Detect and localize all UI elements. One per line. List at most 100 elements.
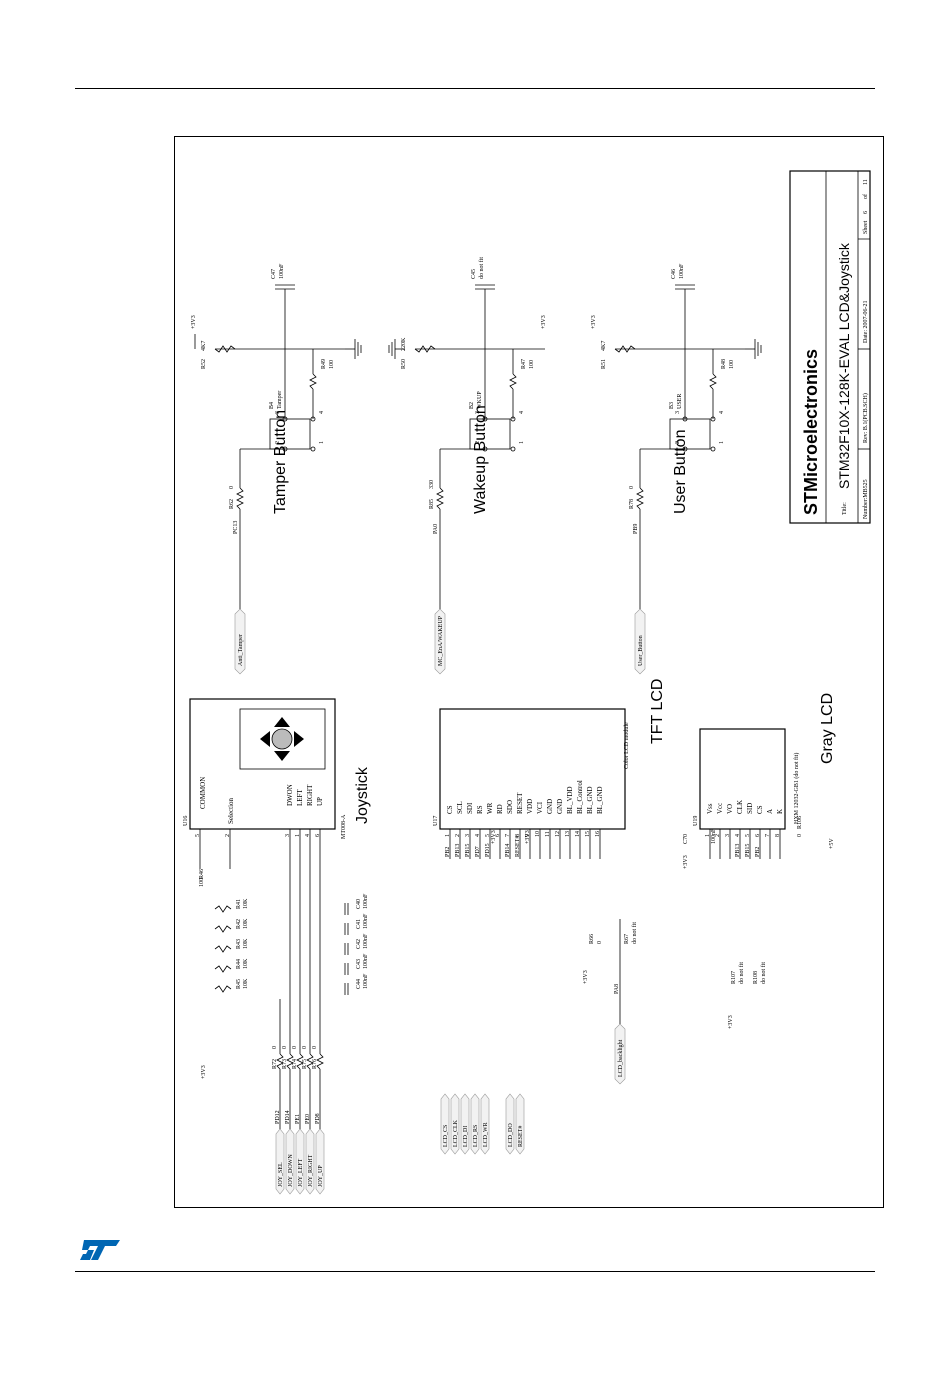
- joystick-pull-resistor: [214, 965, 232, 973]
- gray-pin-name: VO: [726, 804, 734, 814]
- joystick-series-resistor: [306, 1053, 314, 1070]
- tamper-pin: PC13: [233, 521, 239, 534]
- wakeup-pin: PA0: [433, 524, 439, 534]
- tft-pin-number: 4: [475, 834, 481, 837]
- tft-pin-name: SCL: [456, 801, 464, 814]
- wakeup-circuit: Wakeup Button MC_EnA/WAKEUP PA0 R85 330 …: [388, 257, 547, 675]
- joystick-cap-ref: C41: [356, 919, 362, 929]
- joystick-net-label: [295, 1128, 305, 1195]
- svg-text:MT008-A: MT008-A: [341, 814, 347, 839]
- svg-text:0: 0: [797, 834, 803, 837]
- gray-lcd-circuit: Gray LCD U19 HXM 12032-GB1 (do not fit) …: [683, 693, 836, 1029]
- joystick-series-ref: R74: [292, 1059, 298, 1069]
- svg-text:100: 100: [529, 360, 535, 369]
- svg-text:2: 2: [475, 441, 481, 444]
- drawing-number: Number:MB525: [863, 479, 869, 519]
- svg-text:+3V3: +3V3: [591, 315, 597, 329]
- title-block: STMicroelectronics Title: STM32F10X-128K…: [789, 170, 871, 524]
- svg-text:+3V3: +3V3: [541, 315, 547, 329]
- tft-pin-number: 13: [565, 831, 571, 837]
- tft-pin-number: 10: [535, 831, 541, 837]
- svg-text:do not fit: do not fit: [478, 257, 485, 279]
- tamper-circuit: Tamper Button Anti_Tamper PC13 R62 0 2 3…: [191, 263, 362, 675]
- joystick-cap-value: 100nF: [363, 933, 369, 949]
- tft-net-label: [480, 1093, 490, 1155]
- user-net: User_Button: [638, 635, 644, 666]
- svg-text:R47: R47: [521, 359, 527, 369]
- svg-text:4K7: 4K7: [201, 341, 207, 351]
- tft-pin-port: PB14: [505, 844, 511, 857]
- wakeup-section-label: Wakeup Button: [472, 405, 489, 514]
- joystick-series-value: 0: [272, 1046, 278, 1049]
- company-name: STMicroelectronics: [801, 349, 821, 515]
- joystick-cap-value: 100nF: [363, 953, 369, 969]
- svg-text:R108: R108: [753, 971, 759, 984]
- svg-text:U17: U17: [433, 816, 439, 826]
- tft-net-name: LCD_CLK: [453, 1119, 459, 1147]
- tft-pin-name: WR: [486, 802, 494, 814]
- joystick-series-resistor: [276, 1053, 284, 1070]
- svg-text:3: 3: [675, 411, 681, 414]
- joystick-cap-ref: C42: [356, 939, 362, 949]
- header-rule: [75, 88, 875, 89]
- svg-text:Tamper: Tamper: [277, 391, 283, 409]
- tft-pin-name: GND: [546, 799, 554, 814]
- svg-text:R50: R50: [401, 359, 407, 369]
- svg-text:R78: R78: [629, 499, 635, 509]
- joystick-series-ref: R73: [282, 1059, 288, 1069]
- joystick-series-resistor: [286, 1053, 294, 1070]
- svg-text:Selection: Selection: [227, 797, 235, 824]
- gray-pin-port: PB2: [755, 847, 761, 857]
- joystick-cap-ref: C40: [356, 899, 362, 909]
- svg-text:4: 4: [719, 411, 725, 414]
- tft-net-name: RESET#: [518, 1126, 524, 1147]
- joystick-series-value: 0: [292, 1046, 298, 1049]
- svg-text:1: 1: [519, 441, 525, 444]
- svg-text:R66: R66: [589, 934, 595, 944]
- joystick-pull-ref: R43: [236, 939, 242, 949]
- wakeup-net: MC_EnA/WAKEUP: [438, 615, 444, 666]
- user-circuit: User Button User_Button PB9 R78 0 2 3 1 …: [591, 263, 762, 675]
- svg-text:R49: R49: [321, 359, 327, 369]
- tft-pin-name: SDI: [466, 802, 474, 814]
- svg-text:2: 2: [275, 441, 281, 444]
- joystick-pull-value: 10K: [243, 938, 249, 949]
- joystick-pin-name: RIGHT: [306, 784, 314, 806]
- tft-pin-number: 2: [455, 834, 461, 837]
- svg-text:3: 3: [475, 411, 481, 414]
- svg-text:4: 4: [519, 411, 525, 414]
- joystick-pin-number: 5: [195, 834, 201, 837]
- svg-text:U16: U16: [183, 816, 189, 826]
- schematic-svg: STMicroelectronics Title: STM32F10X-128K…: [183, 170, 871, 1195]
- tft-net-label: [505, 1093, 515, 1155]
- joystick-pull-ref: R44: [236, 959, 242, 969]
- tft-pin-number: 9: [525, 834, 531, 837]
- tft-net-label: [515, 1093, 525, 1155]
- schematic-sheet: STMicroelectronics Title: STM32F10X-128K…: [174, 136, 884, 1208]
- svg-text:C46: C46: [671, 269, 677, 279]
- tft-net-name: LCD_RS: [473, 1125, 479, 1147]
- joystick-net-pin: PE0: [305, 1114, 311, 1124]
- svg-text:do not fit: do not fit: [760, 962, 767, 984]
- svg-text:100nF: 100nF: [279, 263, 285, 279]
- gray-pin-name: CS: [756, 805, 764, 814]
- tft-pin-number: 12: [555, 831, 561, 837]
- tft-pin-port: PB13: [455, 844, 461, 857]
- joystick-series-value: 0: [282, 1046, 288, 1049]
- tft-pin-name: VDD: [526, 799, 534, 814]
- joystick-series-value: 0: [312, 1046, 318, 1049]
- st-logo-icon: [80, 1240, 120, 1260]
- tft-pin-name: RESET: [516, 792, 524, 814]
- gray-pin-name: K: [776, 809, 784, 814]
- tft-pin-number: 8: [515, 834, 521, 837]
- svg-text:1: 1: [319, 441, 325, 444]
- joystick-pin-name: UP: [316, 797, 324, 806]
- gray-lcd-module: [699, 728, 786, 830]
- tft-net-label: [440, 1093, 450, 1155]
- tft-pin-port: PB2: [445, 847, 451, 857]
- joystick-series-ref: R72: [272, 1059, 278, 1069]
- joystick-net-pin: PD12: [275, 1110, 281, 1124]
- svg-text:+3V3: +3V3: [525, 830, 531, 844]
